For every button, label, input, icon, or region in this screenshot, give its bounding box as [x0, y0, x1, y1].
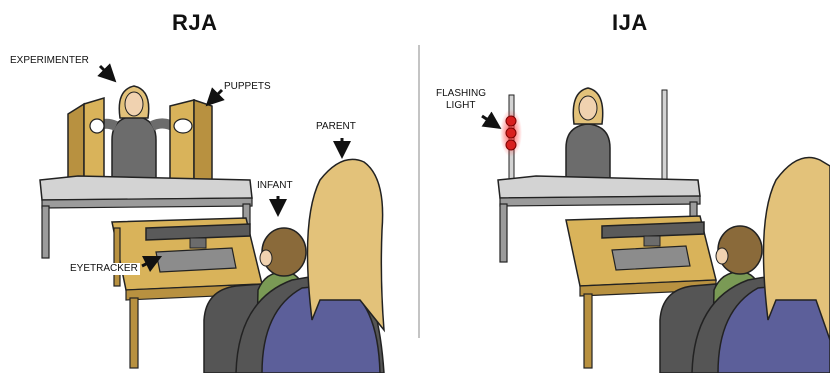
flashing-light-label-line2: LIGHT [446, 100, 476, 111]
pole-right [661, 89, 668, 183]
experimenter-table [39, 175, 253, 259]
parent-label: PARENT [316, 121, 356, 132]
arrow-eyetracker [141, 255, 163, 273]
puppet-left [89, 118, 105, 134]
ija-infant-table [565, 215, 717, 369]
arrow-flashing-light [481, 111, 502, 129]
ija-eyetracker-base [611, 245, 691, 271]
infant-label: INFANT [257, 180, 293, 191]
ija-experimenter-table [497, 175, 701, 263]
flashing-light-label-line1: FLASHING [436, 88, 487, 99]
experimenter-label: EXPERIMENTER [10, 55, 89, 66]
parent-figure [235, 158, 385, 373]
eyetracker-base [155, 247, 237, 273]
experimenter-figure [90, 85, 179, 183]
eyetracker [145, 223, 251, 241]
flashing-light [500, 109, 522, 157]
rja-panel [39, 63, 385, 373]
rja-panel-title: RJA [172, 10, 218, 35]
ija-panel [481, 87, 830, 373]
arrow-puppets [205, 87, 225, 107]
eyetracker-label: EYETRACKER [68, 263, 140, 275]
puppets-label: PUPPETS [224, 81, 271, 92]
arrow-experimenter [97, 63, 117, 83]
ija-panel-title: IJA [612, 10, 648, 35]
ija-parent-figure [691, 156, 830, 373]
ija-eyetracker [601, 221, 705, 239]
puppet-right [173, 118, 193, 134]
ija-experimenter-figure [565, 87, 611, 183]
